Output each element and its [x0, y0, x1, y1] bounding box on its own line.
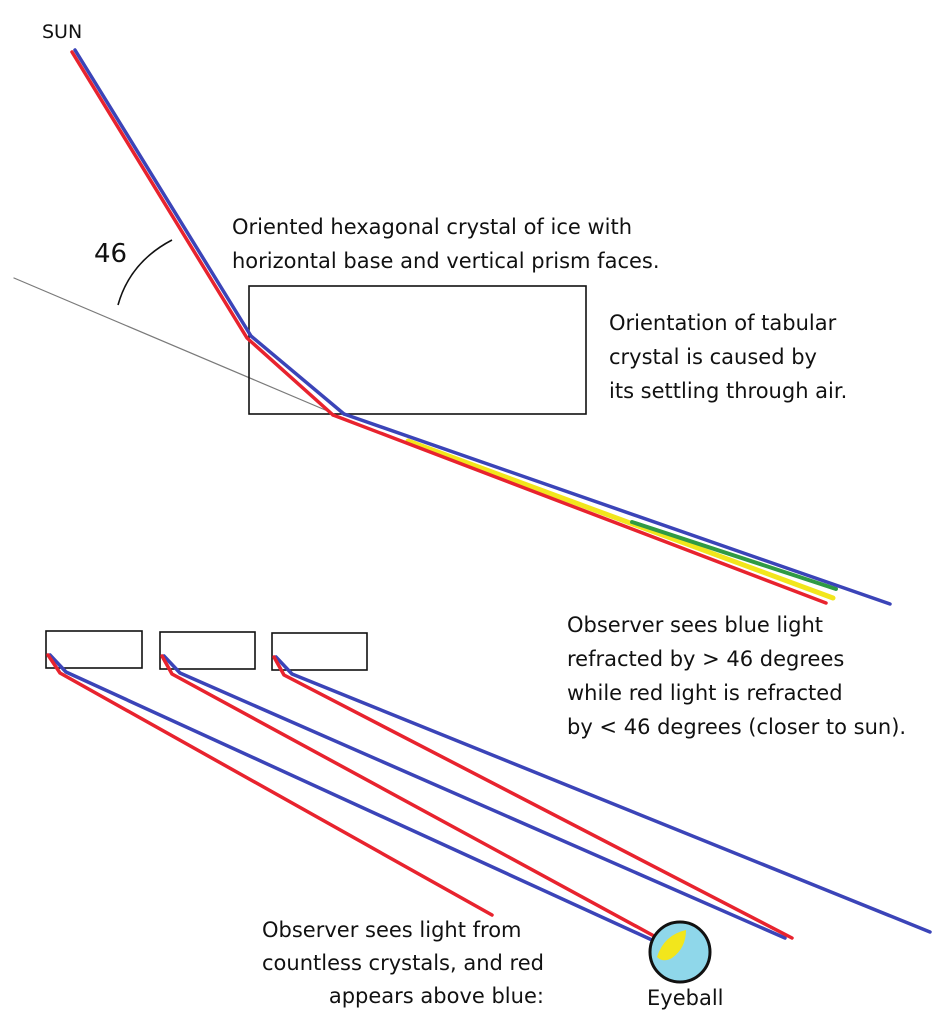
refraction-caption-line: by < 46 degrees (closer to sun).: [567, 715, 907, 739]
eyeball-label: Eyeball: [647, 986, 724, 1010]
observer-caption-line: countless crystals, and red: [262, 951, 544, 975]
crystal-caption-line: horizontal base and vertical prism faces…: [232, 249, 660, 273]
orientation-caption-line: crystal is caused by: [609, 345, 817, 369]
exit-ray-green: [630, 520, 838, 591]
reference-line: [13, 277, 331, 413]
crystal-2-ray-blue: [162, 654, 787, 940]
crystal-caption: Oriented hexagonal crystal of ice with h…: [232, 210, 660, 278]
orientation-caption: Orientation of tabular crystal is caused…: [609, 306, 847, 408]
ice-crystal-main: [248, 285, 587, 415]
sun-ray-blue: [73, 48, 346, 416]
angle-label: 46: [94, 239, 128, 269]
refraction-caption: Observer sees blue light refracted by > …: [567, 608, 906, 744]
orientation-caption-line: its settling through air.: [609, 379, 848, 403]
crystal-3-ray-red: [272, 655, 794, 940]
sun-label: SUN: [42, 21, 83, 43]
eyeball-pupil: [657, 930, 686, 961]
refraction-caption-line: Observer sees blue light: [567, 613, 824, 637]
crystal-1-ray-red: [46, 653, 494, 917]
orientation-caption-line: Orientation of tabular: [609, 311, 837, 335]
exit-ray-red: [331, 413, 828, 605]
refraction-caption-line: while red light is refracted: [567, 681, 843, 705]
crystal-3-ray-blue: [274, 655, 932, 934]
crystal-1-ray-blue: [48, 653, 654, 942]
observer-caption: Observer sees light from countless cryst…: [262, 914, 544, 1013]
ice-crystal-small-3: [271, 632, 368, 671]
observer-caption-line: appears above blue:: [328, 984, 544, 1008]
crystal-caption-line: Oriented hexagonal crystal of ice with: [232, 215, 633, 239]
sun-ray-red: [70, 50, 335, 417]
ice-crystal-small-2: [159, 631, 256, 670]
crystal-2-ray-red: [160, 654, 656, 938]
exit-ray-blue: [342, 412, 892, 606]
eyeball-icon: [648, 920, 712, 984]
exit-ray-yellow: [405, 438, 836, 601]
observer-caption-line: Observer sees light from: [262, 918, 522, 942]
refraction-caption-line: refracted by > 46 degrees: [567, 647, 845, 671]
angle-arc: [117, 239, 173, 306]
ice-crystal-small-1: [45, 630, 143, 669]
